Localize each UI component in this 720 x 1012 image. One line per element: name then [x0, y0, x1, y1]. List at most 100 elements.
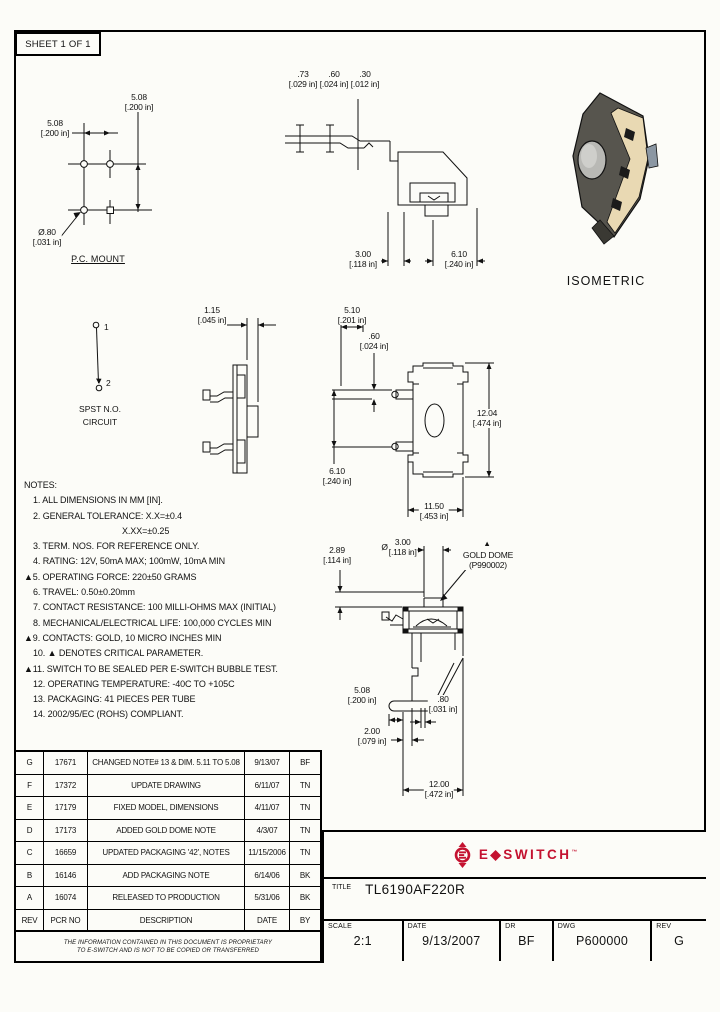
rev-date: 11/15/2006 [245, 842, 290, 864]
note-item-critical: ▲5. OPERATING FORCE: 220±50 GRAMS [24, 571, 197, 582]
dome-view-art [335, 546, 469, 796]
title-field-label: TITLE [332, 884, 352, 891]
dim-left-view: 1.15[.045 in] [196, 305, 228, 325]
note-item: X.XX=±0.25 [122, 525, 170, 536]
col-header-by: BY [299, 916, 311, 926]
gold-dome-callout: GOLD DOME(P990002) [461, 550, 515, 570]
pc-mount-view-label: P.C. MOUNT [71, 254, 125, 264]
note-item-critical: ▲9. CONTACTS: GOLD, 10 MICRO INCHES MIN [24, 632, 222, 643]
note-item: 10. ▲ DENOTES CRITICAL PARAMETER. [33, 648, 204, 659]
dim-pc-hole-dia: Ø.80[.031 in] [31, 227, 63, 247]
dim-dome-c: 2.00[.079 in] [356, 726, 388, 746]
dim-dome-a: 5.08[.200 in] [346, 685, 378, 705]
dim-dome-dia: Ø 3.00[.118 in] [380, 537, 418, 557]
title-block-fields: SCALE 2:1 DATE 9/13/2007 DR BF DWG P6000… [324, 921, 706, 961]
rev-description: UPDATE DRAWING [88, 774, 245, 796]
dim-dome-b: .80[.031 in] [427, 694, 459, 714]
trademark-symbol: ™ [571, 849, 578, 855]
pcr-no: 17671 [44, 752, 88, 774]
rev-letter: F [16, 774, 44, 796]
dim-dome-d: 12.00[.472 in] [423, 779, 455, 799]
note-item: 14. 2002/95/EC (ROHS) COMPLIANT. [33, 709, 184, 720]
dim-top-1: .73[.029 in] [287, 69, 319, 89]
rev-letter: G [16, 752, 44, 774]
rev-by: TN [299, 780, 311, 790]
note-item: 13. PACKAGING: 41 PIECES PER TUBE [33, 694, 196, 705]
rev-description: UPDATED PACKAGING '42', NOTES [88, 842, 245, 864]
pcr-no: 16074 [44, 887, 88, 909]
pcr-no: 16659 [44, 842, 88, 864]
sheet-number-label: SHEET 1 OF 1 [25, 38, 91, 50]
scale-value: 2:1 [353, 934, 372, 948]
eswitch-logo-icon [454, 841, 471, 868]
sheet-number-box: SHEET 1 OF 1 [15, 32, 101, 56]
note-item: 12. OPERATING TEMPERATURE: -40C TO +105C [33, 678, 235, 689]
rev-letter: D [16, 819, 44, 841]
dim-dome-height: 2.89[.114 in] [322, 545, 352, 565]
rev-date: 4/3/07 [245, 819, 290, 841]
rev-letter: E [16, 797, 44, 819]
proprietary-notice: THE INFORMATION CONTAINED IN THIS DOCUME… [14, 930, 322, 963]
table-row: G 17671 CHANGED NOTE# 13 & DIM. 5.11 TO … [16, 752, 320, 775]
table-row: C 16659 UPDATED PACKAGING '42', NOTES 11… [16, 842, 320, 865]
col-header-date: DATE [245, 909, 290, 932]
pcr-no: 17173 [44, 819, 88, 841]
rev-by: TN [299, 803, 311, 813]
pcr-no: 17372 [44, 774, 88, 796]
brand-name: E◆SWITCH™ [478, 846, 578, 862]
dim-top-4: 3.00[.118 in] [348, 249, 378, 269]
date-cell: DATE 9/13/2007 [404, 921, 502, 961]
top-side-view-art [285, 99, 485, 266]
drafter-value: BF [518, 934, 535, 948]
drawing-number-cell: DWG P600000 [554, 921, 653, 961]
table-row: A 16074 RELEASED TO PRODUCTION 5/31/06 B… [16, 887, 320, 910]
table-row: B 16146 ADD PACKAGING NOTE 6/14/06 BK [16, 864, 320, 887]
notes-title: NOTES: [24, 480, 57, 490]
logo-band: E◆SWITCH™ [324, 832, 706, 879]
dim-top-2: .60[.024 in] [318, 69, 350, 89]
drawing-number-value: P600000 [575, 934, 629, 948]
scale-cell: SCALE 2:1 [324, 921, 404, 961]
pcr-no: 17179 [44, 797, 88, 819]
rev-description: RELEASED TO PRODUCTION [88, 887, 245, 909]
left-side-view-art [202, 318, 276, 474]
part-number-title: TL6190AF220R [365, 882, 466, 897]
rev-by: BK [299, 893, 311, 903]
rev-letter: B [16, 864, 44, 886]
note-item: 4. RATING: 12V, 50mA MAX; 100mW, 10mA MI… [33, 556, 225, 567]
dim-front-body: 11.50[.453 in] [418, 501, 450, 521]
revision-value: G [674, 934, 685, 948]
rev-letter: C [16, 842, 44, 864]
revision-cell: REV G [652, 921, 706, 961]
rev-description: ADD PACKAGING NOTE [88, 864, 245, 886]
isometric-art [572, 92, 659, 245]
dim-front-height: 12.04[.474 in] [471, 408, 503, 428]
drafter-cell: DR BF [501, 921, 554, 961]
note-item: 8. MECHANICAL/ELECTRICAL LIFE: 100,000 C… [33, 617, 272, 628]
rev-date: 6/14/06 [245, 864, 290, 886]
dim-front-width: 5.10[.201 in] [336, 305, 368, 325]
col-header-description: DESCRIPTION [88, 909, 245, 932]
revision-table: G 17671 CHANGED NOTE# 13 & DIM. 5.11 TO … [14, 750, 322, 934]
rev-date: 4/11/07 [245, 797, 290, 819]
notes-block: NOTES: 1. ALL DIMENSIONS IN MM [IN]. 2. … [24, 478, 278, 723]
table-header-row: REV PCR NO DESCRIPTION DATE BY [16, 909, 320, 932]
rev-date: 6/11/07 [245, 774, 290, 796]
rev-by: BK [299, 870, 311, 880]
critical-parameter-mark: ▲ [482, 539, 492, 549]
front-view-art [331, 316, 494, 517]
note-item: 1. ALL DIMENSIONS IN MM [IN]. [33, 495, 163, 506]
rev-description: CHANGED NOTE# 13 & DIM. 5.11 TO 5.08 [88, 752, 245, 774]
dim-front-terminal: .60[.024 in] [358, 331, 390, 351]
note-item: 6. TRAVEL: 0.50±0.20mm [33, 587, 135, 598]
circuit-symbol-art [92, 321, 103, 392]
dim-pc-vertical: 5.08[.200 in] [123, 92, 155, 112]
note-item: 7. CONTACT RESISTANCE: 100 MILLI-OHMS MA… [33, 602, 276, 613]
col-header-rev: REV [16, 909, 44, 932]
dim-front-pitch: 6.10[.240 in] [321, 466, 353, 486]
rev-description: FIXED MODEL, DIMENSIONS [88, 797, 245, 819]
dim-top-5: 6.10[.240 in] [443, 249, 475, 269]
terminal-1-label: 1 [104, 322, 109, 332]
rev-date: 9/13/07 [245, 752, 290, 774]
